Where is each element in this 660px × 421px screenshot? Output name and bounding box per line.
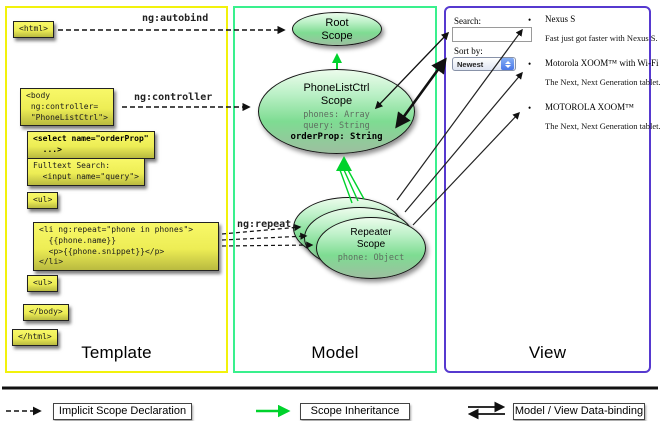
ng-controller-label: ng:controller: [134, 92, 213, 103]
sort-by-label: Sort by:: [454, 46, 483, 56]
list-item-desc: The Next, Next Generation tablet.: [545, 77, 660, 87]
search-label: Search:: [454, 16, 481, 26]
code-box-ul-open: <ul>: [27, 192, 59, 209]
code-box-select: <select name="orderProp" ...>: [27, 131, 155, 159]
repeater-scope-ellipse: Repeater Scope phone: Object: [316, 217, 426, 279]
prop-orderprop: orderProp: String: [290, 131, 383, 142]
list-item-title: MOTOROLA XOOM™: [545, 102, 634, 112]
code-box-fulltext: Fulltext Search: <input name="query">: [27, 158, 145, 186]
root-scope-title: Root Scope: [321, 17, 353, 42]
list-item-desc: The Next, Next Generation tablet.: [545, 121, 660, 131]
view-panel-label: View: [528, 343, 567, 362]
phonelistctrl-scope-title: PhoneListCtrl Scope: [303, 82, 370, 107]
code-box-html-close: </html>: [12, 329, 58, 346]
model-panel-label: Model: [311, 343, 359, 362]
bullet-icon: •: [528, 59, 532, 69]
legend-data-binding: Model / View Data-binding: [513, 403, 645, 420]
code-box-body-open: <body ng:controller= "PhoneListCtrl">: [20, 88, 114, 127]
list-item-desc: Fast just got faster with Nexus S.: [545, 33, 658, 43]
prop-query: query: String: [303, 120, 370, 131]
ng-autobind-label: ng:autobind: [142, 13, 209, 24]
list-item-title: Motorola XOOM™ with Wi-Fi: [545, 58, 659, 68]
model-panel: Model: [233, 6, 437, 373]
repeater-scope-title: Repeater Scope: [350, 227, 392, 250]
sort-select[interactable]: Newest: [452, 57, 516, 71]
prop-phones: phones: Array: [303, 110, 370, 121]
list-item-title: Nexus S: [545, 14, 576, 24]
code-box-body-close: </body>: [23, 304, 69, 321]
bullet-icon: •: [528, 15, 532, 25]
select-stepper-icon: [501, 58, 514, 70]
ng-repeat-label: ng:repeat: [237, 219, 292, 230]
template-panel-label: Template: [81, 343, 152, 362]
legend-scope-inheritance: Scope Inheritance: [300, 403, 410, 420]
list-item-xoom-wifi: • Motorola XOOM™ with Wi-Fi The Next, Ne…: [528, 58, 660, 87]
sort-select-value: Newest: [457, 59, 484, 69]
prop-phone: phone: Object: [337, 253, 405, 263]
root-scope-ellipse: Root Scope: [292, 12, 382, 46]
legend-implicit-scope: Implicit Scope Declaration: [53, 403, 192, 420]
bullet-icon: •: [528, 103, 532, 113]
phonelistctrl-scope-ellipse: PhoneListCtrl Scope phones: Array query:…: [258, 69, 415, 154]
code-box-li-repeat: <li ng:repeat="phone in phones"> {{phone…: [33, 222, 219, 272]
code-box-html-open: <html>: [13, 21, 54, 38]
list-item-xoom: • MOTOROLA XOOM™ The Next, Next Generati…: [528, 102, 660, 131]
code-box-ul-close: <ul>: [27, 275, 59, 292]
list-item-nexus: • Nexus S Fast just got faster with Nexu…: [528, 14, 658, 43]
search-input[interactable]: [452, 27, 532, 42]
